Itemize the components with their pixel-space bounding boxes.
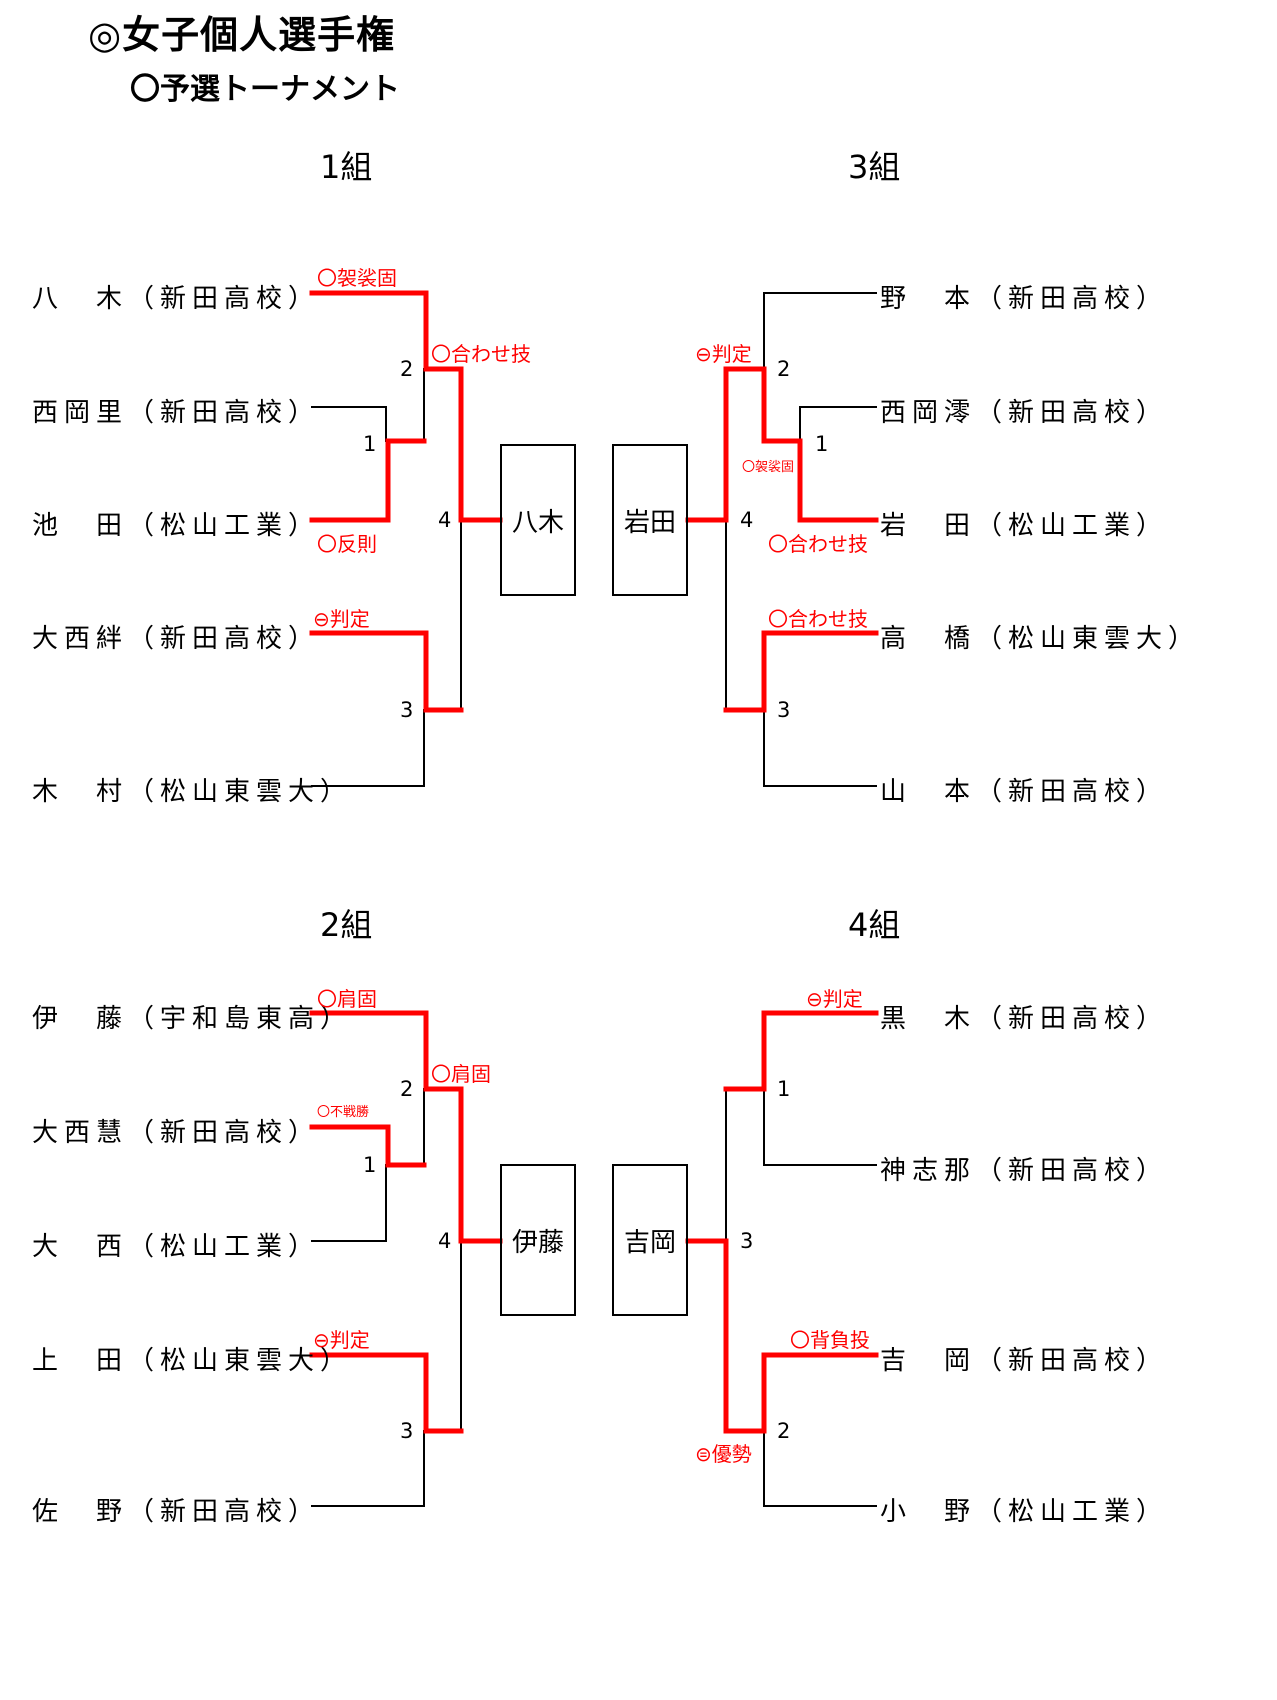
g1-player-1: 八 木（新田高校） (32, 284, 321, 314)
g4-winner-box: 吉岡 (612, 1164, 688, 1316)
g2-result: 〇不戦勝 (317, 1105, 370, 1120)
g1-line-kimura (311, 709, 425, 787)
g1-player-5: 木 村（松山東雲大） (32, 777, 353, 807)
g3-line-nishiokamio (799, 406, 877, 442)
g2-bout-number: 1 (363, 1153, 377, 1177)
g2-player-2: 大西慧（新田高校） (32, 1118, 321, 1148)
g1-player-2: 西岡里（新田高校） (32, 398, 321, 428)
g2-win-onishikei (309, 1124, 427, 1168)
group-2-heading: 2組 (320, 906, 373, 944)
g2-player-5: 佐 野（新田高校） (32, 1497, 321, 1527)
g4-line-kojina (763, 1088, 877, 1166)
g4-player-2: 神志那（新田高校） (880, 1156, 1169, 1186)
g3-win-iwata (685, 366, 879, 523)
g4-bout-number: 2 (777, 1419, 791, 1443)
g1-bout-number: 4 (438, 508, 452, 532)
g3-player-1: 野 本（新田高校） (880, 284, 1169, 314)
g2-bout-number: 3 (400, 1419, 414, 1443)
group-4-heading: 4組 (848, 906, 901, 944)
g4-win-kuroki (723, 1010, 879, 1092)
g1-player-3: 池 田（松山工業） (32, 511, 321, 541)
g2-player-4: 上 田（松山東雲大） (32, 1346, 353, 1376)
g2-result: 〇肩固 (317, 987, 377, 1011)
g3-result: ⊖判定 (695, 342, 752, 366)
g3-player-4: 高 橋（松山東雲大） (880, 624, 1201, 654)
g1-line-nishiokasato (311, 406, 387, 442)
g3-winner-box: 岩田 (612, 444, 688, 596)
g2-win-ueda (309, 1352, 464, 1434)
g4-player-1: 黒 木（新田高校） (880, 1004, 1169, 1034)
g3-player-2: 西岡澪（新田高校） (880, 398, 1169, 428)
g3-bout-number: 1 (815, 432, 829, 456)
g3-result: 〇袈裟固 (742, 460, 795, 475)
g4-player-3: 吉 岡（新田高校） (880, 1346, 1169, 1376)
g3-bout-number: 4 (740, 508, 754, 532)
g1-win-ikeda (309, 438, 427, 523)
g3-bout-number: 3 (777, 698, 791, 722)
g3-result: 〇合わせ技 (768, 607, 868, 631)
g4-bout-number: 3 (740, 1229, 754, 1253)
g4-player-4: 小 野（松山工業） (880, 1497, 1169, 1527)
g1-win-onishikizuna (309, 630, 464, 713)
g2-win-ito (309, 1010, 503, 1244)
g1-result: ⊖判定 (313, 607, 370, 631)
g4-win-yoshioka (685, 1238, 879, 1434)
g1-win-yagi (309, 290, 503, 523)
g2-bout-number: 2 (400, 1077, 414, 1101)
g4-line-ono (763, 1430, 877, 1507)
g2-line-sano (311, 1430, 425, 1507)
g1-player-4: 大西絆（新田高校） (32, 624, 321, 654)
g3-bout-number: 2 (777, 357, 791, 381)
group-3-heading: 3組 (848, 148, 901, 186)
g2-player-1: 伊 藤（宇和島東高） (32, 1004, 353, 1034)
g1-bout-number: 1 (363, 432, 377, 456)
g2-winner-box: 伊藤 (500, 1164, 576, 1316)
g4-result: ⊜優勢 (695, 1442, 752, 1466)
g2-result: 〇肩固 (431, 1062, 491, 1086)
g3-line-yamamoto (763, 709, 877, 787)
page-title: ◎女子個人選手権 (88, 13, 396, 57)
g3-win-takahashi (723, 630, 879, 713)
group-1-heading: 1組 (320, 148, 373, 186)
g1-winner-box: 八木 (500, 444, 576, 596)
g2-result: ⊖判定 (313, 1328, 370, 1352)
g4-result: 〇背負投 (790, 1328, 870, 1352)
g2-bout-number: 4 (438, 1229, 452, 1253)
g2-player-3: 大 西（松山工業） (32, 1232, 321, 1262)
g3-player-5: 山 本（新田高校） (880, 777, 1169, 807)
g3-result: 〇合わせ技 (768, 532, 868, 556)
page-subtitle: 〇予選トーナメント (130, 72, 400, 107)
g3-line-nomoto (763, 292, 877, 370)
g2-line-onishi (311, 1164, 387, 1242)
g1-bout-number: 2 (400, 357, 414, 381)
g1-bout-number: 3 (400, 698, 414, 722)
g3-player-3: 岩 田（松山工業） (880, 511, 1169, 541)
g1-result: 〇反則 (317, 532, 377, 556)
g1-result: 〇合わせ技 (431, 342, 531, 366)
g4-result: ⊖判定 (806, 987, 863, 1011)
g1-result: 〇袈裟固 (317, 266, 397, 290)
g4-bout-number: 1 (777, 1077, 791, 1101)
